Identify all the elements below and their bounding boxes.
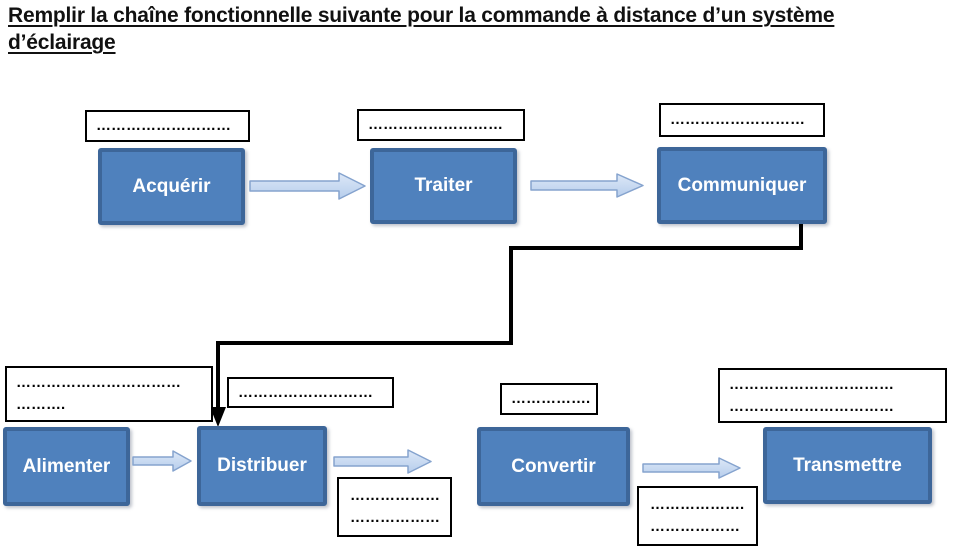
placeholder-convertir-top[interactable]: ……………. (500, 383, 598, 415)
flow-arrow-alimenter-distribuer (132, 450, 192, 472)
function-box-communiquer: Communiquer (657, 147, 827, 224)
placeholder-dots: …………………………… (729, 375, 894, 393)
placeholder-dots: ……………… (350, 487, 440, 504)
placeholder-convertir-below[interactable]: ………………. ……………… (637, 486, 758, 546)
placeholder-communiquer-top[interactable]: ……………………… (659, 103, 825, 137)
placeholder-dots: …………………………… (729, 397, 894, 415)
page-title-line2: d’éclairage (8, 31, 116, 54)
flow-arrow-acquerir-traiter (249, 172, 366, 200)
function-box-transmettre: Transmettre (763, 427, 932, 504)
placeholder-distribuer-below[interactable]: ……………… ……………… (337, 477, 452, 537)
placeholder-dots: ……………. (511, 390, 591, 407)
function-box-label: Distribuer (217, 455, 307, 476)
placeholder-distribuer-top[interactable]: ……………………… (227, 377, 394, 408)
placeholder-dots: ……………… (650, 518, 740, 535)
placeholder-dots: ……………………… (238, 383, 373, 401)
placeholder-dots: ……………………… (670, 111, 805, 128)
function-box-label: Alimenter (22, 455, 111, 477)
placeholder-dots: ……………………… (96, 117, 231, 134)
page-title-line1: Remplir la chaîne fonctionnelle suivante… (8, 4, 835, 27)
flow-arrow-distribuer-out (333, 449, 432, 474)
placeholder-acquerir-top[interactable]: ……………………… (85, 110, 250, 142)
function-box-traiter: Traiter (370, 148, 517, 224)
flow-arrow-convertir-transmettre (642, 457, 741, 479)
function-box-alimenter: Alimenter (3, 427, 130, 506)
placeholder-alimenter-top[interactable]: …………………………… ………. (5, 366, 213, 422)
placeholder-traiter-top[interactable]: ……………………… (357, 109, 525, 141)
function-box-label: Transmettre (793, 454, 902, 476)
function-box-convertir: Convertir (477, 427, 630, 506)
function-box-label: Traiter (414, 175, 473, 196)
function-box-label: Convertir (511, 455, 596, 477)
function-box-label: Acquérir (132, 175, 211, 197)
function-box-label: Communiquer (677, 174, 807, 196)
placeholder-dots: ……………………… (368, 116, 503, 133)
function-box-distribuer: Distribuer (197, 426, 327, 506)
placeholder-dots: ……………… (350, 509, 440, 526)
placeholder-transmettre-top[interactable]: …………………………… …………………………… (718, 368, 947, 423)
placeholder-dots: ………………. (650, 496, 745, 513)
page-title: Remplir la chaîne fonctionnelle suivante… (8, 2, 948, 56)
flow-arrow-traiter-communiquer (530, 173, 644, 198)
function-box-acquerir: Acquérir (98, 148, 245, 225)
placeholder-dots: …………………………… (16, 374, 181, 391)
placeholder-dots: ………. (16, 396, 66, 413)
